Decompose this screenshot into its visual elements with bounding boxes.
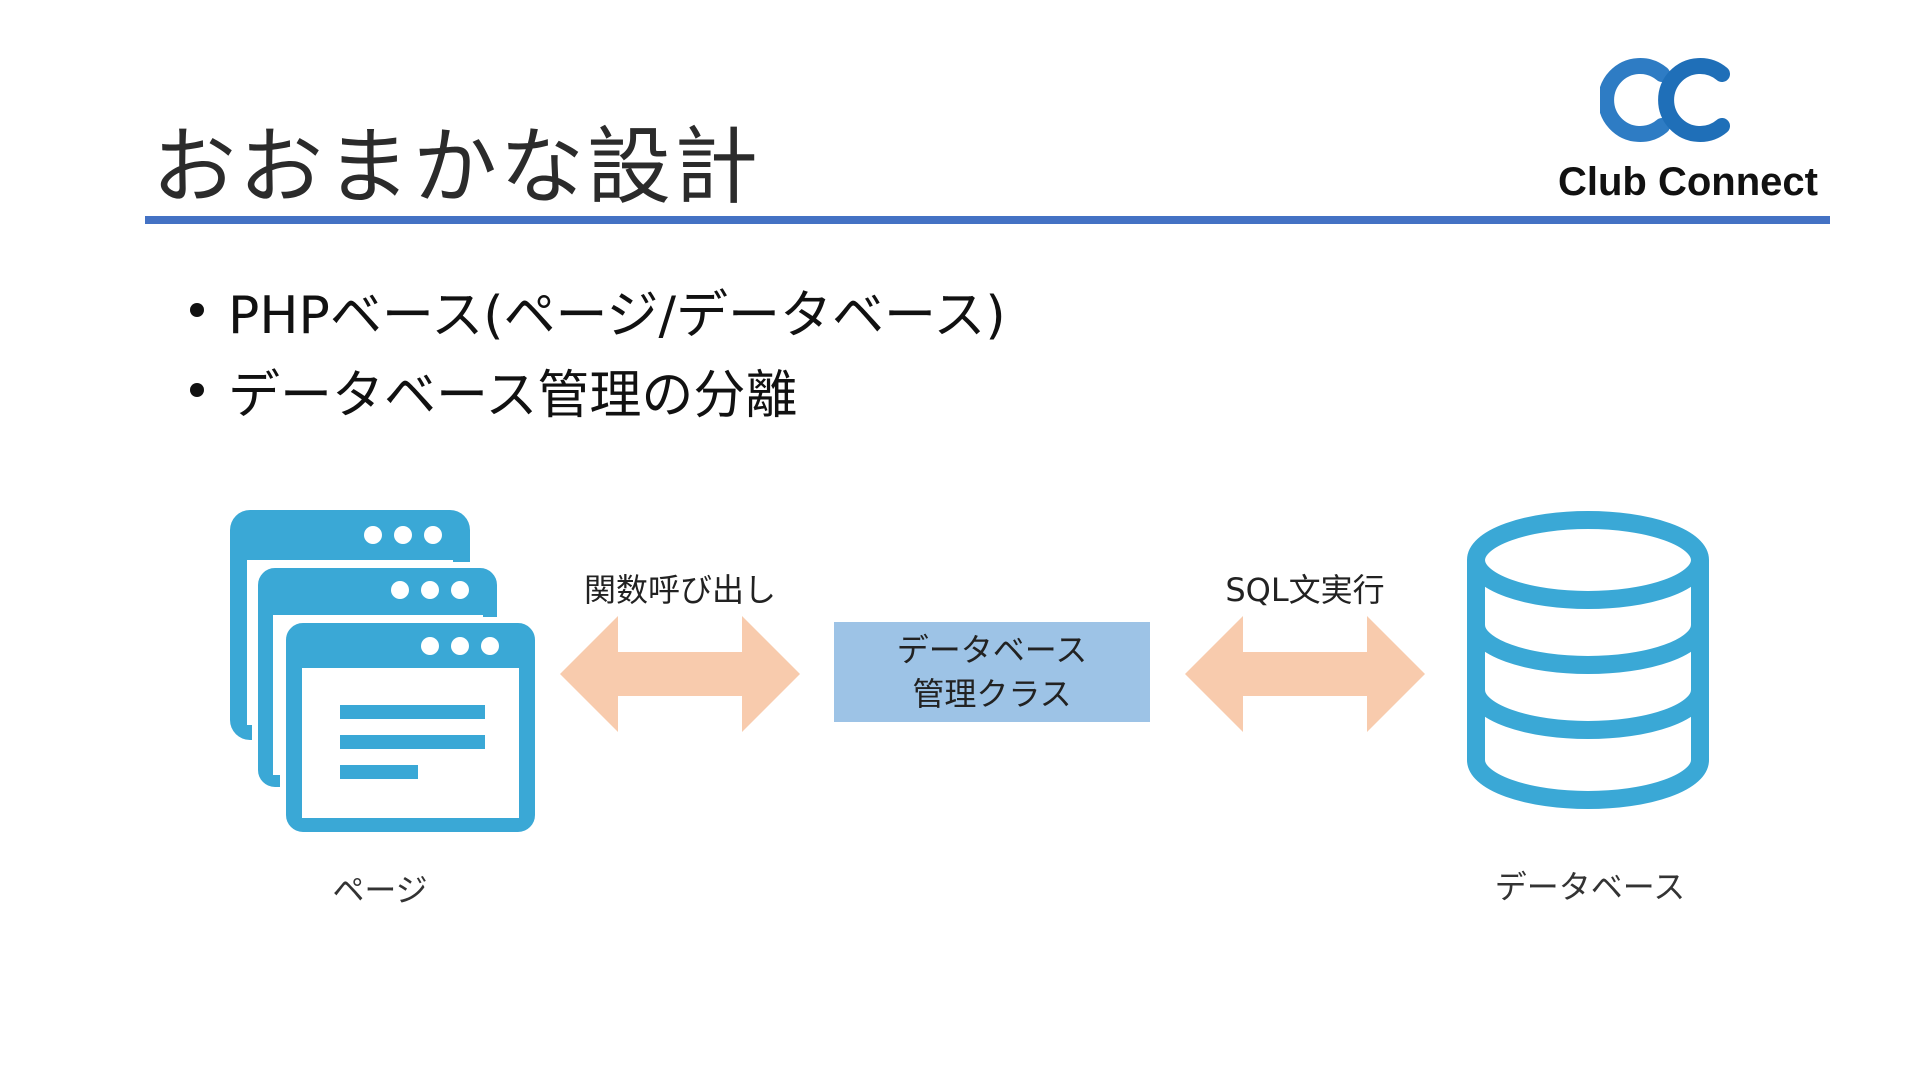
pages-label: ページ (332, 871, 428, 909)
db-class-line1: データベース (896, 631, 1088, 669)
logo-text: Club Connect (1558, 160, 1818, 204)
bullet-item: データベース管理の分離 (190, 350, 1006, 430)
bullet-text: データベース管理の分離 (228, 365, 798, 426)
sql-exec-label: SQL文実行 (1225, 571, 1385, 609)
bullet-list: PHPベース(ページ/データベース) データベース管理の分離 (190, 270, 1006, 430)
db-class-line2: 管理クラス (912, 675, 1072, 713)
cc-logo-icon (1600, 58, 1730, 142)
club-connect-logo: Club Connect (1530, 50, 1830, 210)
function-call-label: 関数呼び出し (583, 571, 776, 609)
bullet-dot (190, 303, 204, 317)
bullet-dot (190, 383, 204, 397)
double-arrow-function-call (560, 616, 800, 732)
database-cylinder-icon (1467, 511, 1709, 809)
bullet-item: PHPベース(ページ/データベース) (190, 270, 1006, 350)
title-rule (145, 216, 1830, 224)
double-arrow-sql-exec (1185, 616, 1425, 732)
bullet-text: PHPベース(ページ/データベース) (228, 285, 1006, 346)
stacked-browser-windows-icon (230, 510, 541, 838)
database-label: データベース (1494, 868, 1686, 906)
db-management-class-box: データベース 管理クラス (834, 622, 1150, 722)
slide-title: おおまかな設計 (152, 118, 762, 216)
